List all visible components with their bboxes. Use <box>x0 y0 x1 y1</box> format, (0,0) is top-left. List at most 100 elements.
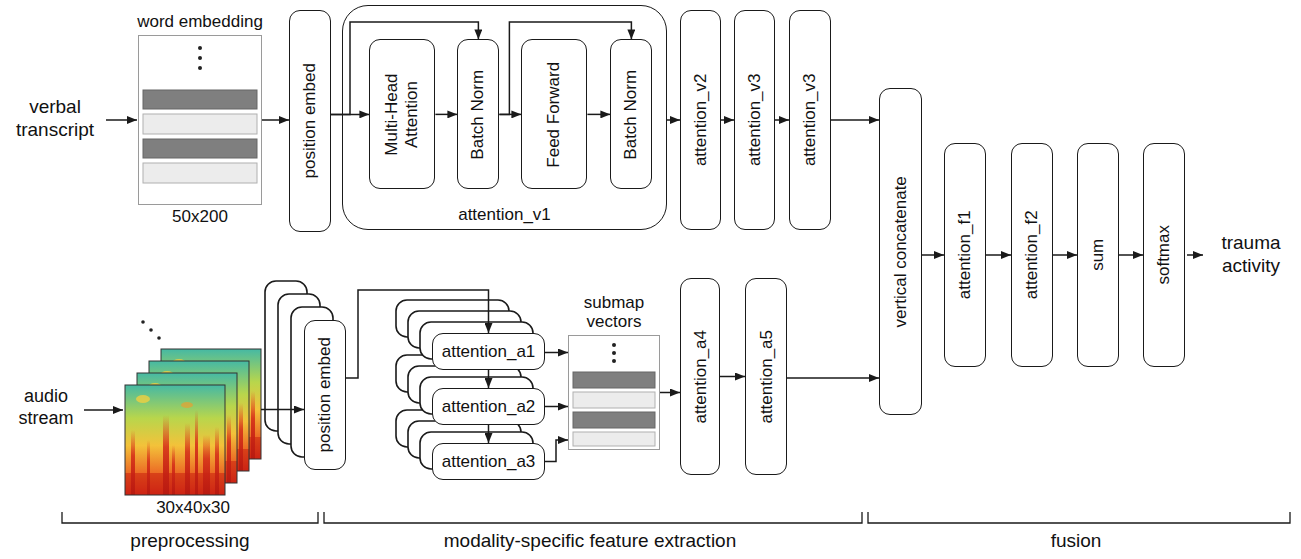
matrix-rows <box>612 359 616 363</box>
process-box: attention_v3 <box>789 10 831 230</box>
module-group: attention_v1 Multi-Head Attention Batch No… <box>342 5 667 230</box>
stacked-plate <box>265 281 533 469</box>
arrow-connector <box>922 254 944 256</box>
node-label: vertical concatenate <box>891 94 911 409</box>
node-label: attention_a5 <box>756 284 776 469</box>
arrow-connector <box>435 114 457 116</box>
section-bracket <box>868 512 1290 523</box>
section-label: modality-specific feature extraction <box>370 530 810 553</box>
matrix-rows <box>143 139 257 158</box>
node-label: Feed Forward <box>545 45 565 183</box>
process-box: Feed Forward <box>521 39 587 189</box>
io-label: verbal transcript <box>6 96 104 142</box>
process-box: Batch Norm <box>457 39 499 189</box>
spectrogram-image <box>125 385 225 495</box>
arrow-connector <box>986 254 1011 256</box>
process-box: attention_a3 <box>432 443 545 480</box>
arrow-connector <box>1053 254 1077 256</box>
arrow-connector <box>787 377 879 379</box>
process-box: softmax <box>1143 143 1185 367</box>
input-output-arrow <box>84 409 123 411</box>
node-label: position embed <box>315 326 335 464</box>
arrow-connector <box>587 114 610 116</box>
spectrogram-image <box>141 320 145 324</box>
spectrogram-stack: 30x40x30 <box>125 349 261 495</box>
node-label: attention_a3 <box>442 452 536 472</box>
node-label: attention_a1 <box>442 342 536 362</box>
node-label: attention_v2 <box>691 16 711 224</box>
section-label: preprocessing <box>0 530 410 553</box>
matrix-rows <box>573 432 655 446</box>
dimension-label: 30x40x30 <box>156 498 230 518</box>
arrow-connector <box>831 119 879 121</box>
arrow-connector <box>720 376 745 378</box>
node-label: attention_a2 <box>442 397 536 417</box>
section-bracket <box>62 512 1290 523</box>
input-output-arrow <box>1187 254 1203 256</box>
embedding-matrix: submap vectors <box>568 335 660 450</box>
matrix-rows <box>143 90 257 109</box>
node-label: Batch Norm <box>622 45 642 183</box>
section-label: fusion <box>856 530 1296 553</box>
process-box: attention_f1 <box>944 143 986 367</box>
process-box: attention_a4 <box>680 278 720 475</box>
spectrogram-image <box>125 320 261 495</box>
node-label: attention_a4 <box>690 284 710 469</box>
arrow-connector <box>775 119 789 121</box>
arrow-connector <box>545 352 568 354</box>
matrix-rows <box>573 372 655 388</box>
process-box: attention_v3 <box>734 10 775 230</box>
process-box: Multi-Head Attention <box>369 39 435 189</box>
node-label: Multi-Head Attention <box>383 45 422 183</box>
matrix-heading: word embedding <box>137 12 263 32</box>
node-label: position embed <box>300 16 320 226</box>
group-label: attention_v1 <box>458 205 551 225</box>
process-box: attention_v2 <box>680 10 721 230</box>
process-box: position embed <box>289 10 331 232</box>
arrow-connector <box>1119 254 1143 256</box>
matrix-rows <box>198 56 202 60</box>
matrix-rows <box>198 66 202 70</box>
node-label: Batch Norm <box>469 45 489 183</box>
spectrogram-image <box>149 328 153 332</box>
node-label: sum <box>1088 149 1108 361</box>
node-label: softmax <box>1154 149 1174 361</box>
arrow-connector <box>667 119 680 121</box>
matrix-rows <box>573 412 655 428</box>
matrix-rows <box>198 46 202 50</box>
spectrogram-image <box>157 336 161 340</box>
embedding-matrix: word embedding50x200 <box>138 35 262 205</box>
node-label: attention_v3 <box>800 16 820 224</box>
arrow-connector <box>721 119 734 121</box>
matrix-rows <box>143 163 257 183</box>
process-box: attention_a2 <box>432 388 545 425</box>
process-box: sum <box>1077 143 1119 367</box>
matrix-rows <box>573 392 655 408</box>
io-label: audio stream <box>10 386 82 429</box>
process-box: attention_a5 <box>745 278 787 475</box>
node-label: attention_f1 <box>955 149 975 361</box>
matrix-heading: submap vectors <box>562 293 666 332</box>
arrow-connector <box>488 370 490 388</box>
node-label: attention_f2 <box>1022 149 1042 361</box>
process-box: attention_a1 <box>432 333 545 370</box>
process-box: position embed <box>304 320 346 470</box>
dimension-label: 50x200 <box>172 207 228 227</box>
section-bracket <box>324 512 862 523</box>
matrix-rows <box>143 114 257 134</box>
arrow-connector <box>262 119 289 121</box>
process-box: attention_f2 <box>1011 143 1053 367</box>
node-label: attention_v3 <box>745 16 765 224</box>
arrow-connector <box>660 392 680 394</box>
process-box: vertical concatenate <box>879 88 922 415</box>
process-box: Batch Norm <box>610 39 652 189</box>
arrow-connector <box>261 409 304 411</box>
arrow-connector <box>545 406 568 408</box>
arrow-connector <box>488 425 490 443</box>
matrix-rows <box>612 351 616 355</box>
io-label: trauma activity <box>1206 232 1296 278</box>
arrow-connector <box>545 440 568 462</box>
input-output-arrow <box>106 119 137 121</box>
